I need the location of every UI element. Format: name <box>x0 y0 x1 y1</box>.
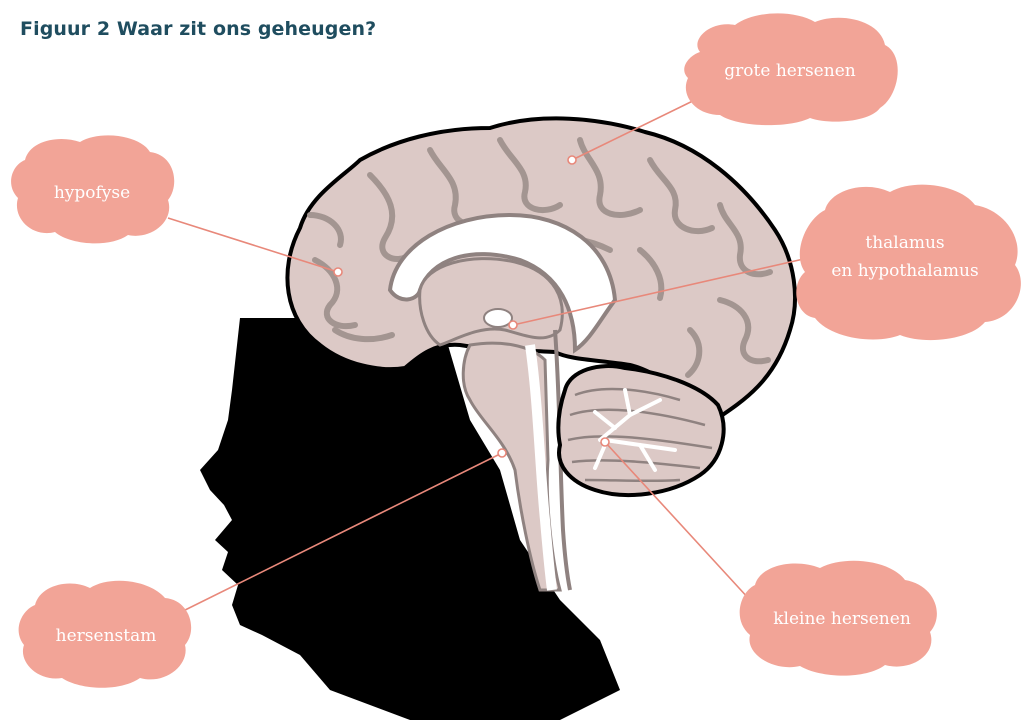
label-cloud-kleine-hersenen: kleine hersenen <box>740 561 937 676</box>
label-thalamus-line2: en hypothalamus <box>831 261 978 281</box>
label-kleine-hersenen: kleine hersenen <box>773 609 911 629</box>
label-cloud-thalamus: thalamus en hypothalamus <box>796 185 1021 340</box>
label-hypofyse: hypofyse <box>54 183 130 203</box>
label-cloud-hersenstam: hersenstam <box>19 581 192 688</box>
label-thalamus-line1: thalamus <box>865 233 944 253</box>
label-cloud-grote-hersenen: grote hersenen <box>684 13 897 125</box>
label-cloud-hypofyse: hypofyse <box>11 135 174 243</box>
label-grote-hersenen: grote hersenen <box>724 61 855 81</box>
thalamus-nucleus <box>484 309 512 327</box>
label-hersenstam: hersenstam <box>56 626 157 646</box>
